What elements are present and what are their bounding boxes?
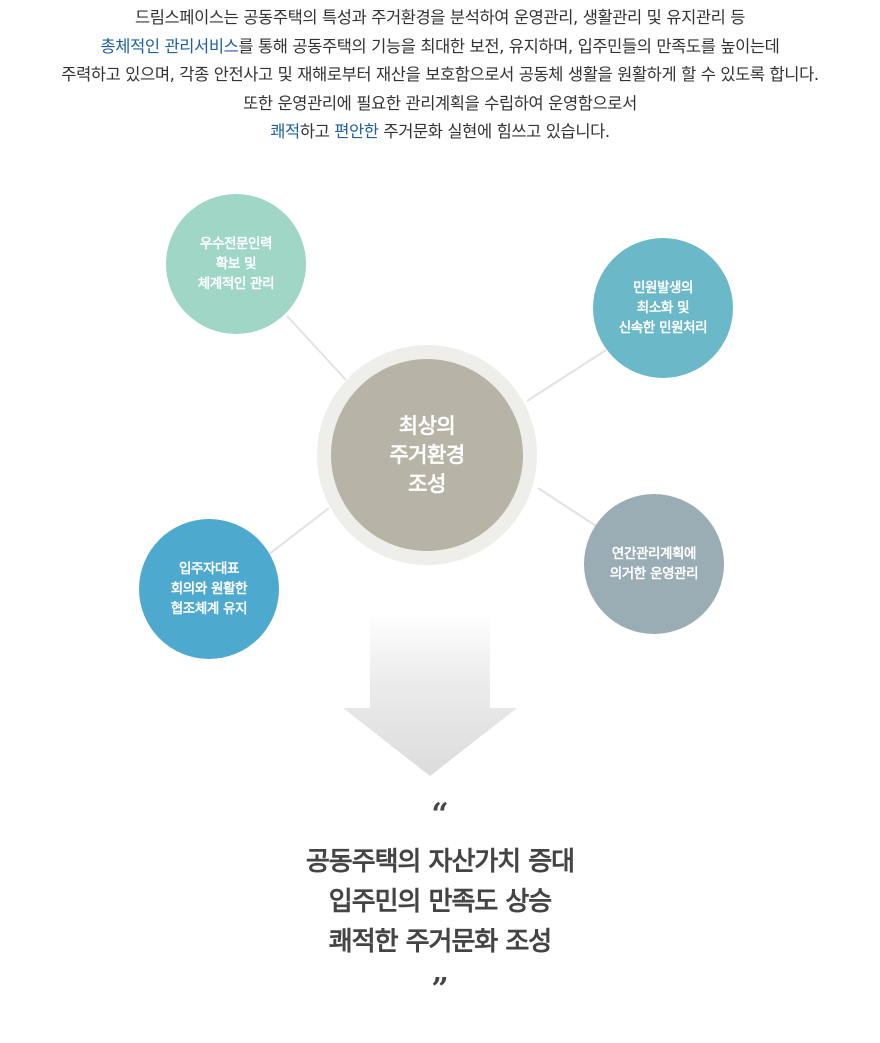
slogan-line-2: 입주민의 만족도 상승 [328, 887, 552, 917]
down-arrow-icon [343, 612, 517, 776]
intro-highlight-service: 총체적인 관리서비스 [100, 36, 239, 56]
bubble-annual-plan-label: 연간관리계획에 의거한 운영관리 [609, 546, 699, 582]
open-quote-icon: “ [431, 797, 449, 832]
connector-bottom-left [267, 507, 330, 556]
intro-line-2-rest: 를 통해 공동주택의 기능을 최대한 보전, 유지하며, 입주민들의 만족도를 … [238, 36, 780, 56]
intro-line-5-rest: 주거문화 실현에 힘쓰고 있습니다. [378, 122, 610, 141]
slogan-line-1: 공동주택의 자산가치 증대 [305, 847, 575, 877]
bubble-resident-cooperation: 입주자대표 회의와 원활한 협조체계 유지 [139, 519, 279, 659]
center-circle: 최상의 주거환경 조성 [331, 359, 523, 551]
intro-text: 드림스페이스는 공동주택의 특성과 주거환경을 분석하여 운영관리, 생활관리 … [0, 4, 880, 147]
intro-highlight-pleasant: 쾌적 [270, 122, 300, 141]
bubble-expert-staff: 우수전문인력 확보 및 체계적인 관리 [166, 194, 306, 334]
bubble-annual-plan: 연간관리계획에 의거한 운영관리 [584, 494, 724, 634]
intro-line-1: 드림스페이스는 공동주택의 특성과 주거환경을 분석하여 운영관리, 생활관리 … [134, 8, 746, 27]
bubble-resident-cooperation-label: 입주자대표 회의와 원활한 협조체계 유지 [170, 561, 248, 617]
center-circle-label: 최상의 주거환경 조성 [389, 413, 465, 496]
bubble-complaint-handling: 민원발생의 최소화 및 신속한 민원처리 [593, 238, 733, 378]
close-quote-icon: ” [431, 972, 449, 1007]
intro-line-5-mid: 하고 [299, 122, 335, 141]
intro-line-4: 또한 운영관리에 필요한 관리계획을 수립하여 운영함으로서 [243, 93, 637, 113]
connector-bottom-right [537, 487, 597, 527]
slogan: 공동주택의 자산가치 증대 입주민의 만족도 상승 쾌적한 주거문화 조성 [0, 842, 880, 962]
bubble-complaint-handling-label: 민원발생의 최소화 및 신속한 민원처리 [618, 280, 708, 336]
slogan-line-3: 쾌적한 주거문화 조성 [328, 927, 552, 957]
connector-top-right [526, 349, 607, 402]
bubble-expert-staff-label: 우수전문인력 확보 및 체계적인 관리 [197, 236, 275, 292]
intro-line-2: 총체적인 관리서비스를 통해 공동주택의 기능을 최대한 보전, 유지하며, 입… [0, 33, 880, 62]
intro-line-5: 쾌적하고 편안한 주거문화 실현에 힘쓰고 있습니다. [0, 118, 880, 147]
connector-top-left [286, 315, 347, 381]
intro-highlight-comfortable: 편안한 [334, 122, 379, 141]
intro-line-3: 주력하고 있으며, 각종 안전사고 및 재해로부터 재산을 보호함으로서 공동체… [61, 65, 819, 84]
